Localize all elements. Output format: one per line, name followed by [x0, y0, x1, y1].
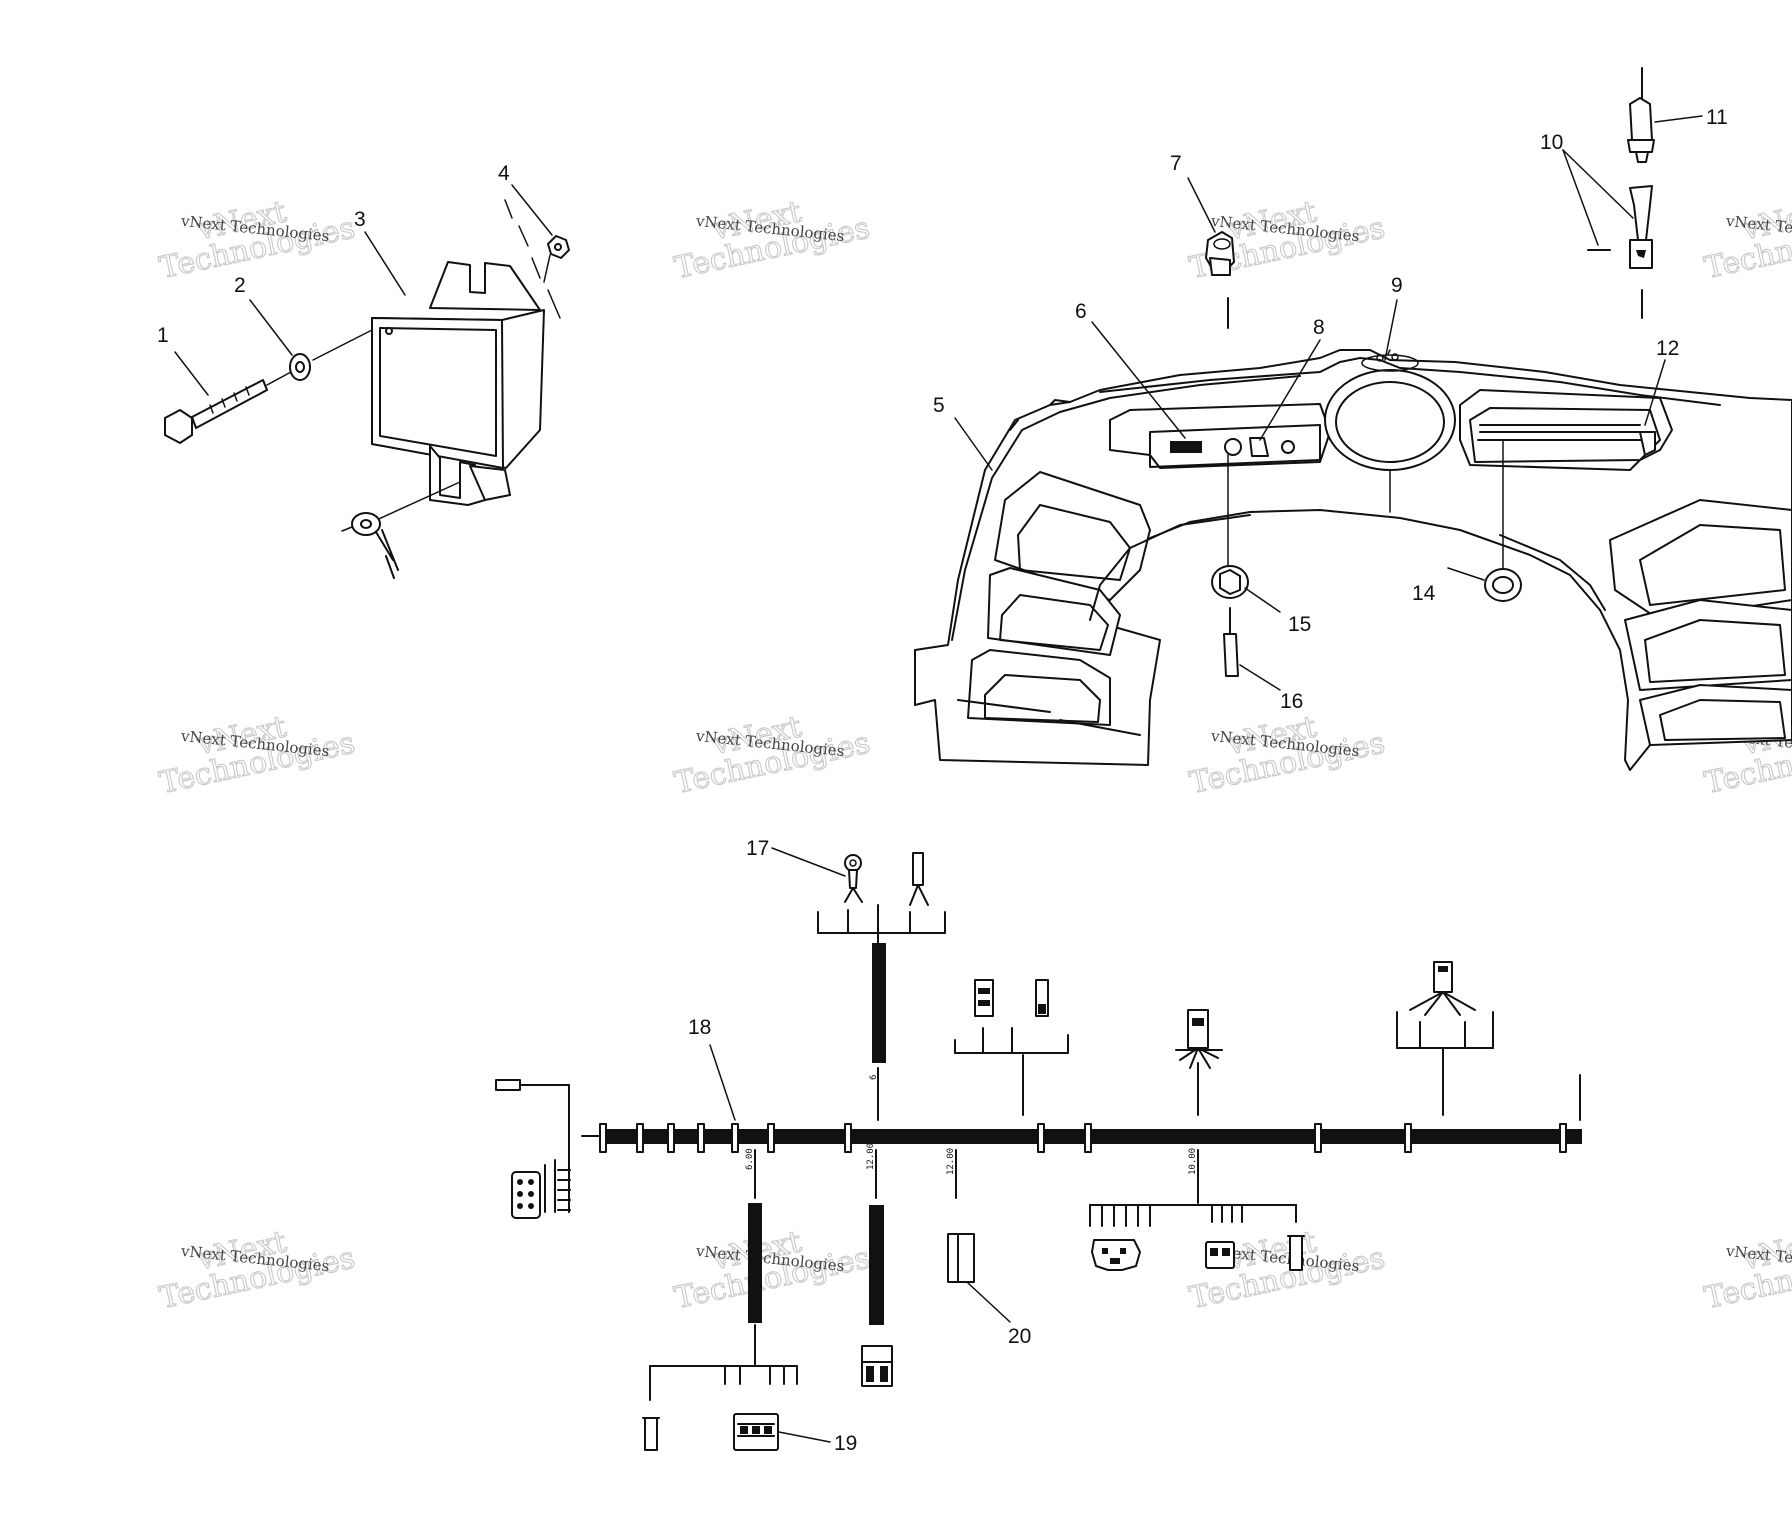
callout-12: 12	[1656, 337, 1679, 360]
watermark: vNext Technologies vNext Technologies	[156, 194, 359, 287]
harness-clips	[599, 1123, 1567, 1153]
dash-console	[914, 349, 1792, 771]
callout-11: 11	[1706, 106, 1728, 129]
callout-17: 17	[746, 837, 769, 860]
callout-3: 3	[354, 208, 366, 231]
svg-text:12.00: 12.00	[946, 1148, 956, 1175]
svg-text:10.00: 10.00	[1188, 1148, 1198, 1175]
callout-1: 1	[157, 324, 169, 347]
svg-text:12.00: 12.00	[866, 1143, 876, 1170]
callout-18: 18	[688, 1016, 711, 1039]
callout-labels: 1 2 3 4 5 6 7 8 9 10 11 12 14 15 16 17 1…	[157, 106, 1728, 1455]
callout-9: 9	[1391, 274, 1403, 297]
switch-part	[1187, 177, 1235, 329]
watermark: vNext Technologies vNext Technologies	[671, 1224, 874, 1317]
callout-5: 5	[933, 394, 945, 417]
nut-part	[547, 235, 570, 259]
washer-part	[289, 353, 311, 381]
callout-16: 16	[1280, 690, 1303, 713]
electronic-module	[371, 261, 545, 506]
watermark: vNext Technologies vNext Technologies	[156, 709, 359, 802]
watermark: vNext Technologies vNext Technologies	[671, 709, 874, 802]
watermark: vNext Technologies vNext Technologies	[156, 1224, 359, 1317]
grommet-15	[1211, 565, 1281, 613]
vent-right	[1609, 499, 1792, 746]
callout-7: 7	[1170, 152, 1182, 175]
callout-4: 4	[498, 162, 510, 185]
callout-10: 10	[1540, 131, 1563, 154]
wiring-harness: 6.00 12.00 12.00 10.00 6	[495, 847, 1582, 1451]
bulb-part	[1562, 67, 1703, 319]
watermark: vNext Technologies vNext Technologies	[1186, 1224, 1389, 1317]
ground-terminal	[341, 481, 461, 579]
callout-20: 20	[1008, 1325, 1031, 1348]
callout-19: 19	[834, 1432, 857, 1455]
svg-text:6.00: 6.00	[745, 1148, 755, 1170]
vent-left	[967, 471, 1151, 726]
bolt-part	[164, 379, 268, 444]
callout-6: 6	[1075, 300, 1087, 323]
connector-16	[1223, 607, 1281, 691]
watermark: vNext Technologies vNext Technologies	[1701, 1224, 1792, 1317]
watermark: vNext Technologies vNext Technologies	[671, 194, 874, 287]
callout-2: 2	[234, 274, 246, 297]
module-assembly	[164, 184, 570, 579]
watermark: vNext Technologies vNext Technologies	[1701, 194, 1792, 287]
callout-15: 15	[1288, 613, 1311, 636]
svg-text:6: 6	[869, 1075, 879, 1080]
watermark: vNext Technologies vNext Technologies	[1186, 709, 1389, 802]
callout-8: 8	[1313, 316, 1325, 339]
grommet-14	[1447, 567, 1522, 602]
callout-14: 14	[1412, 582, 1436, 605]
